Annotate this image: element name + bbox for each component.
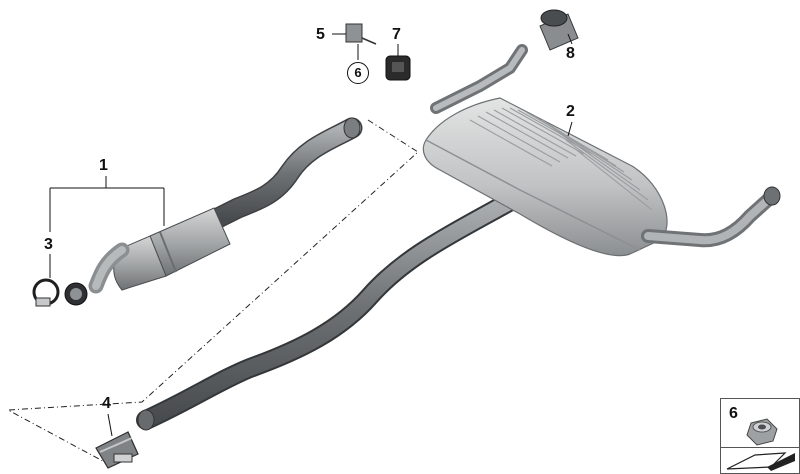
center-pipe [136,186,530,431]
tailpipe-upper [430,44,528,114]
section-boundary-line [6,119,419,467]
arrow-icon [726,452,795,471]
callout-5: 5 [316,26,325,43]
nut-icon [746,418,778,446]
inset-number: 6 [729,405,738,422]
callout-2: 2 [566,103,575,120]
pipe-clamp [95,431,139,469]
muffler-ribs [469,107,653,211]
tailpipe-right [641,186,781,248]
catalytic-converter [64,207,231,306]
leader-lines [49,33,573,437]
callout-6-circle: 6 [347,62,369,84]
front-pipe [203,117,363,231]
parts-inset-box: 6 [720,398,800,474]
inset-divider [721,447,799,448]
exhaust-tip [539,9,579,51]
callout-3: 3 [44,236,53,253]
callout-1: 1 [99,157,108,174]
rubber-mount [385,55,411,81]
callout-4: 4 [102,395,111,412]
hanger-bracket [345,23,377,45]
clamp-ring [32,278,60,307]
callout-8: 8 [566,45,575,62]
callout-7: 7 [392,26,401,43]
